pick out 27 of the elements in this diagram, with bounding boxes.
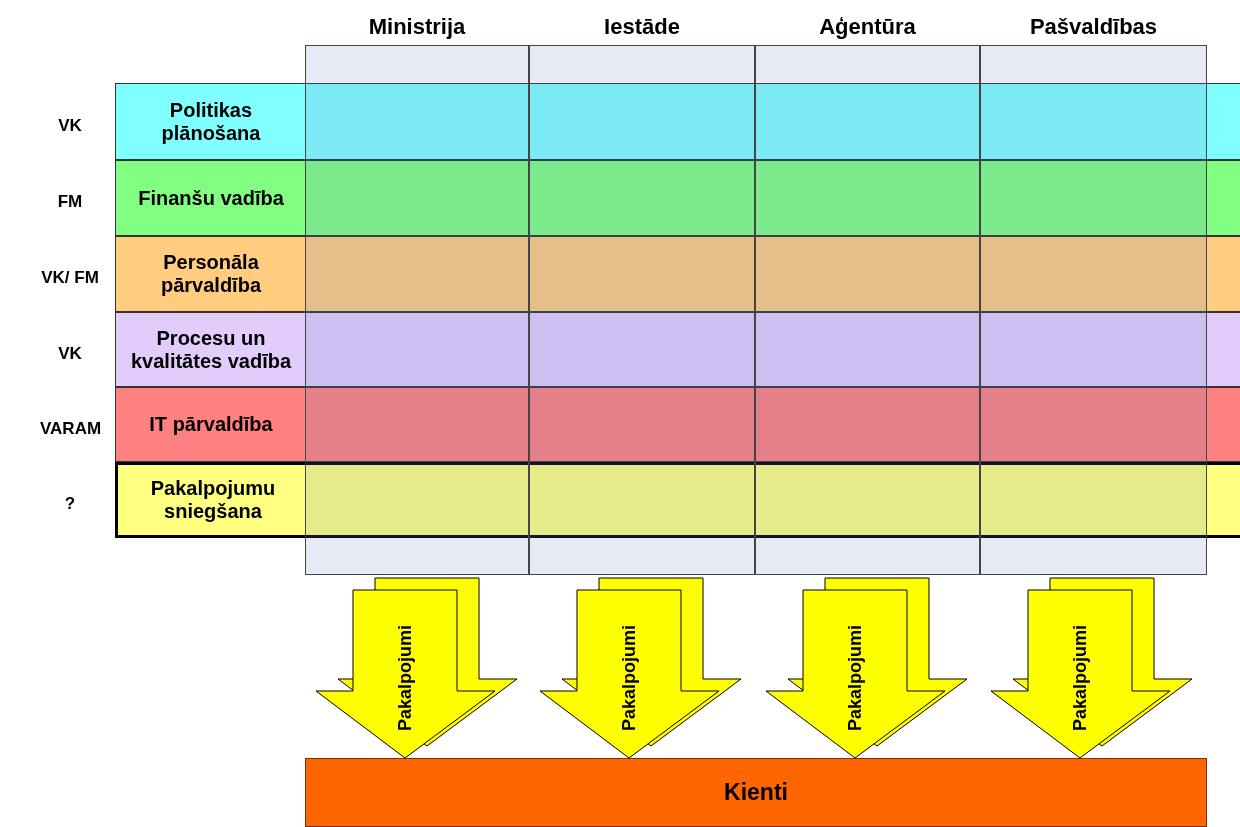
block-arrow [315, 577, 518, 759]
block-arrow [990, 577, 1193, 759]
owner-label: VARAM [40, 417, 100, 440]
row-title: Finanšu vadība [137, 185, 285, 211]
owner-label: VK/ FM [41, 267, 99, 290]
owner-label: VK [58, 342, 82, 365]
column-heading: Ministrija [367, 12, 467, 41]
block-arrow [765, 577, 968, 759]
owner-label: FM [57, 191, 83, 214]
row-band [115, 160, 1240, 236]
row-band [115, 312, 1240, 387]
block-arrow [539, 577, 742, 759]
column-heading: Pašvaldības [1028, 12, 1159, 41]
row-title: IT pārvaldība [148, 412, 274, 437]
owner-label: ? [64, 493, 76, 516]
row-band [115, 462, 1240, 538]
row-title: Politikas plānošana [160, 97, 262, 146]
column-heading: Aģentūra [818, 12, 917, 41]
owner-label: VK [58, 114, 82, 137]
row-band [115, 83, 1240, 160]
row-title: Personāla pārvaldība [159, 250, 263, 298]
row-band [115, 387, 1240, 462]
column-heading: Iestāde [603, 12, 681, 41]
row-title: Procesu un kvalitātes vadība [129, 325, 293, 374]
row-band [115, 236, 1240, 312]
row-title: Pakalpojumu sniegšana [149, 476, 277, 524]
clients-bar: Kienti [305, 758, 1207, 827]
